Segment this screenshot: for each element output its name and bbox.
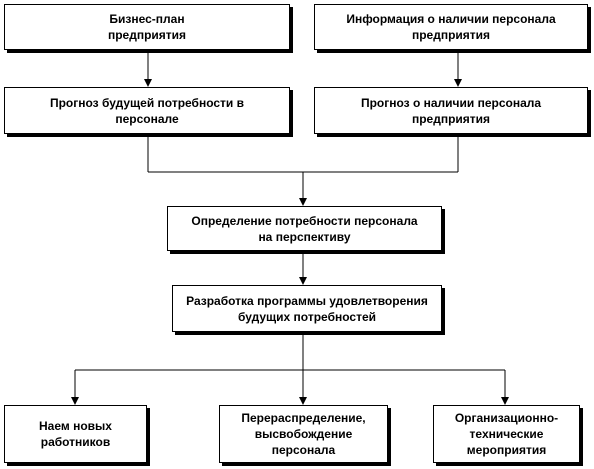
box-text-line: высвобождение — [254, 427, 353, 441]
box-text-line: Разработка программы удовлетворения — [186, 293, 428, 308]
box-text-line: Определение потребности персонала — [191, 213, 418, 228]
box-text-line: технические — [469, 427, 544, 441]
box-text-line: мероприятия — [466, 443, 547, 457]
box-text-line: работников — [40, 435, 111, 449]
box-text-line: Наем новых — [39, 419, 112, 433]
box-text-line: Прогноз будущей потребности в — [49, 95, 245, 110]
box-text-line: на перспективу — [258, 229, 351, 244]
box-text-line: будущих потребностей — [237, 309, 376, 324]
box-text-line: Организационно- — [454, 411, 559, 425]
box-text-line: предприятия — [107, 28, 187, 42]
box-text-line: предприятия — [411, 28, 491, 42]
box-business-plan: Бизнес-план предприятия — [4, 4, 290, 50]
box-redistribution: Перераспределение, высвобождение персонала — [219, 405, 388, 463]
box-text-line: персонала — [271, 443, 336, 457]
box-text-line: Прогноз о наличии персонала — [360, 95, 542, 110]
box-text-line: Бизнес-план — [109, 12, 185, 26]
box-text-line: персонале — [115, 111, 179, 126]
box-text-line: Информация о наличии персонала — [346, 12, 556, 26]
box-org-tech-measures: Организационно-технические мероприятия — [433, 405, 580, 463]
box-text-line: Перераспределение, — [241, 411, 366, 425]
box-hiring: Наем новых работников — [4, 405, 147, 463]
box-staff-info: Информация о наличии персонала предприяти… — [314, 4, 588, 50]
box-text-line: предприятия — [411, 111, 491, 126]
